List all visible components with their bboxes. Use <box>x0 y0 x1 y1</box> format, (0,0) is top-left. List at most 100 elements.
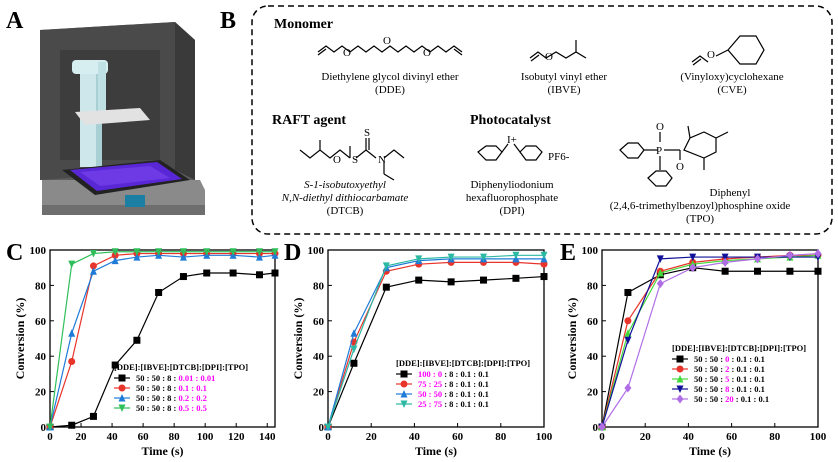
data-point <box>203 269 211 277</box>
legend-title: [DDE]:[IBVE]:[DTCB]:[DPI]:[TPO] <box>672 343 806 353</box>
y-tick-label: 80 <box>313 280 325 292</box>
data-point <box>255 271 263 279</box>
tpo-abbr: (TPO) <box>686 213 714 225</box>
x-tick-label: 80 <box>169 431 181 443</box>
data-point <box>624 317 632 325</box>
data-point <box>350 345 358 354</box>
data-point <box>89 412 97 420</box>
x-tick-label: 20 <box>76 431 88 443</box>
dde-o1: O <box>343 47 351 59</box>
data-point <box>721 257 729 267</box>
series-line <box>327 254 544 428</box>
y-tick-label: 60 <box>587 316 599 328</box>
panel-label-d: D <box>284 240 302 266</box>
legend-swatch-marker <box>118 374 126 382</box>
data-point <box>46 423 54 431</box>
data-point <box>382 262 390 270</box>
monomer-heading: Monomer <box>274 17 333 32</box>
data-point <box>271 269 279 277</box>
ibve-abbr: (IBVE) <box>548 84 581 96</box>
x-tick-label: 100 <box>197 431 214 443</box>
x-tick-label: 0 <box>47 431 53 443</box>
data-point <box>447 253 455 262</box>
dde-abbr: (DDE) <box>375 84 405 96</box>
x-axis-label: Time (s) <box>415 444 457 458</box>
raft-heading: RAFT agent <box>272 113 346 128</box>
y-tick-label: 40 <box>587 351 599 363</box>
x-tick-label: 60 <box>726 431 738 443</box>
legend-swatch-marker <box>400 370 408 378</box>
data-point <box>754 254 762 264</box>
legend-swatch-marker <box>676 375 684 383</box>
dde-name: Diethylene glycol divinyl ether <box>321 71 458 83</box>
data-point <box>786 267 794 275</box>
data-point <box>512 274 520 282</box>
series-line <box>601 256 818 428</box>
data-point <box>415 255 423 263</box>
y-tick-label: 20 <box>313 387 325 399</box>
dtcb-n: N <box>378 154 386 166</box>
data-point <box>255 253 263 261</box>
legend-title: [DDE]:[IBVE]:[DTCB]:[DPI]:[TPO] <box>396 358 530 368</box>
data-point <box>203 248 211 256</box>
y-tick-label: 20 <box>35 387 47 399</box>
data-point <box>350 359 358 367</box>
tpo-o2: O <box>676 161 684 173</box>
dtcb-structure <box>299 138 405 181</box>
data-point <box>512 251 520 260</box>
plot-frame <box>49 249 276 428</box>
x-tick-label: 80 <box>495 431 507 443</box>
x-tick-label: 40 <box>409 431 421 443</box>
data-point <box>814 267 822 275</box>
dde-o2: O <box>383 35 391 47</box>
x-tick-label: 140 <box>259 431 276 443</box>
legend-swatch-marker <box>676 394 684 404</box>
y-tick-label: 60 <box>313 316 325 328</box>
panel-label-a: A <box>6 8 24 34</box>
dtcb-s1: S <box>352 154 358 166</box>
tpo-name-1: Diphenyl <box>710 187 751 199</box>
data-point <box>179 248 187 256</box>
dtcb-name-2: N,N-diethyl dithiocarbamate <box>281 192 409 204</box>
data-point <box>721 253 729 262</box>
data-point <box>721 267 729 275</box>
dde-o3: O <box>423 47 431 59</box>
legend-entry: 100 : 0 : 8 : 0.1 : 0.1 <box>418 369 489 379</box>
data-point <box>656 279 664 289</box>
dpi-counterion: PF6- <box>548 151 570 163</box>
dpi-abbr: (DPI) <box>499 205 524 217</box>
x-tick-label: 80 <box>769 431 781 443</box>
panel-label-c: C <box>6 240 24 266</box>
legend-entry: 50 : 50 : 8 : 0.1 : 0.1 <box>694 384 765 394</box>
data-point <box>111 248 119 256</box>
dpi-structure <box>477 143 543 161</box>
x-tick-label: 0 <box>599 431 605 443</box>
data-point <box>382 283 390 291</box>
data-point <box>68 260 76 269</box>
y-axis-label: Conversion (%) <box>13 298 27 380</box>
x-tick-label: 40 <box>107 431 119 443</box>
data-point <box>624 383 632 393</box>
legend-entry: 50 : 50 : 20 : 0.1 : 0.1 <box>694 394 769 404</box>
series-line <box>601 252 819 428</box>
legend-entry: 50 : 50 : 8 : 0.5 : 0.5 <box>136 403 207 413</box>
data-point <box>814 249 822 259</box>
data-point <box>656 255 664 263</box>
y-tick-label: 40 <box>313 351 325 363</box>
legend-entry: 50 : 50 : 8 : 0.01 : 0.01 <box>136 373 215 383</box>
data-point <box>133 336 141 344</box>
legend-entry: 50 : 50 : 0 : 0.1 : 0.1 <box>694 354 765 364</box>
x-tick-label: 20 <box>640 431 652 443</box>
legend-swatch-marker <box>676 365 684 373</box>
chemical-scheme: Monomer O O O Diethylene glycol divinyl … <box>251 5 833 235</box>
data-point <box>133 248 141 256</box>
data-point <box>786 250 794 260</box>
legend-entry: 25 : 75 : 8 : 0.1 : 0.1 <box>418 399 489 409</box>
ibve-structure <box>529 40 587 62</box>
legend-entry: 50 : 50 : 5 : 0.1 : 0.1 <box>694 374 765 384</box>
x-axis-label: Time (s) <box>689 444 731 458</box>
dpi-cation: I+ <box>507 134 517 146</box>
data-point <box>179 273 187 281</box>
